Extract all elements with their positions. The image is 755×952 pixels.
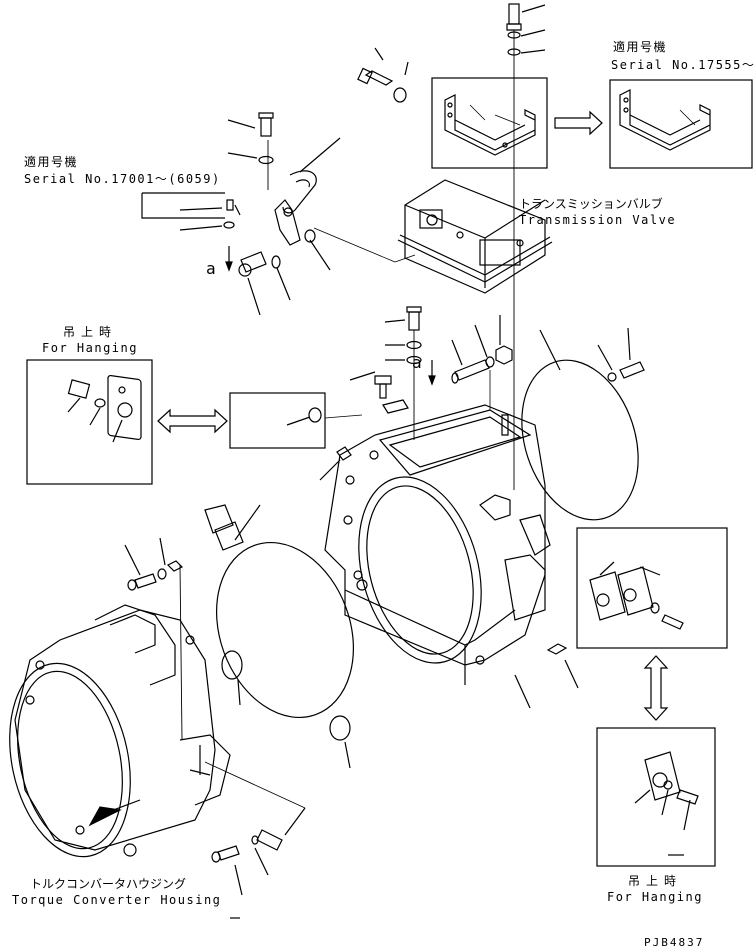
hanging-label-left-en: For Hanging — [42, 341, 138, 355]
bracket-bolts — [357, 47, 409, 103]
torque-converter-housing — [9, 604, 231, 858]
transmission-valve-label-jp: トランスミッションバルブ — [519, 197, 663, 211]
ref-mark-a-left: a — [206, 259, 216, 278]
detail-arrow-right — [554, 110, 603, 136]
pipe-assembly — [141, 112, 341, 316]
applicability-title-top-right: 適用号機 — [613, 40, 668, 54]
transmission-valve-label-en: Transmission Valve — [519, 213, 677, 227]
hanging-label-right-jp: 吊上時 — [627, 874, 682, 888]
bracket-detail-box-right — [609, 79, 753, 169]
bracket-detail-box — [431, 77, 548, 169]
hanging-box-right — [596, 727, 716, 867]
hanging-label-left-jp: 吊上時 — [62, 325, 117, 339]
large-o-ring-right — [521, 327, 645, 521]
applicability-title-top-left: 適用号機 — [24, 155, 79, 169]
hanging-box-left — [26, 359, 153, 485]
o-rings-middle — [204, 504, 354, 769]
plug-detail-box — [229, 392, 363, 449]
torque-converter-label-en: Torque Converter Housing — [12, 893, 222, 907]
applicability-serial-top-right: Serial No.17555～ — [611, 58, 755, 72]
hanging-plate-detail-right — [576, 527, 728, 649]
double-arrow-left — [157, 408, 228, 434]
transmission-valve — [313, 179, 553, 294]
center-fasteners — [349, 306, 513, 440]
drawing-code: PJB4837 — [644, 936, 705, 949]
applicability-serial-top-left: Serial No.17001～(6059) — [24, 172, 221, 186]
top-bolt-stack — [506, 3, 546, 490]
housing-bolts — [124, 537, 306, 919]
double-arrow-vertical — [643, 655, 669, 721]
hanging-label-right-en: For Hanging — [607, 890, 703, 904]
transmission-case — [319, 404, 579, 709]
ref-mark-a-center: a — [412, 353, 422, 372]
torque-converter-label-jp: トルクコンバータハウジング — [30, 877, 187, 891]
